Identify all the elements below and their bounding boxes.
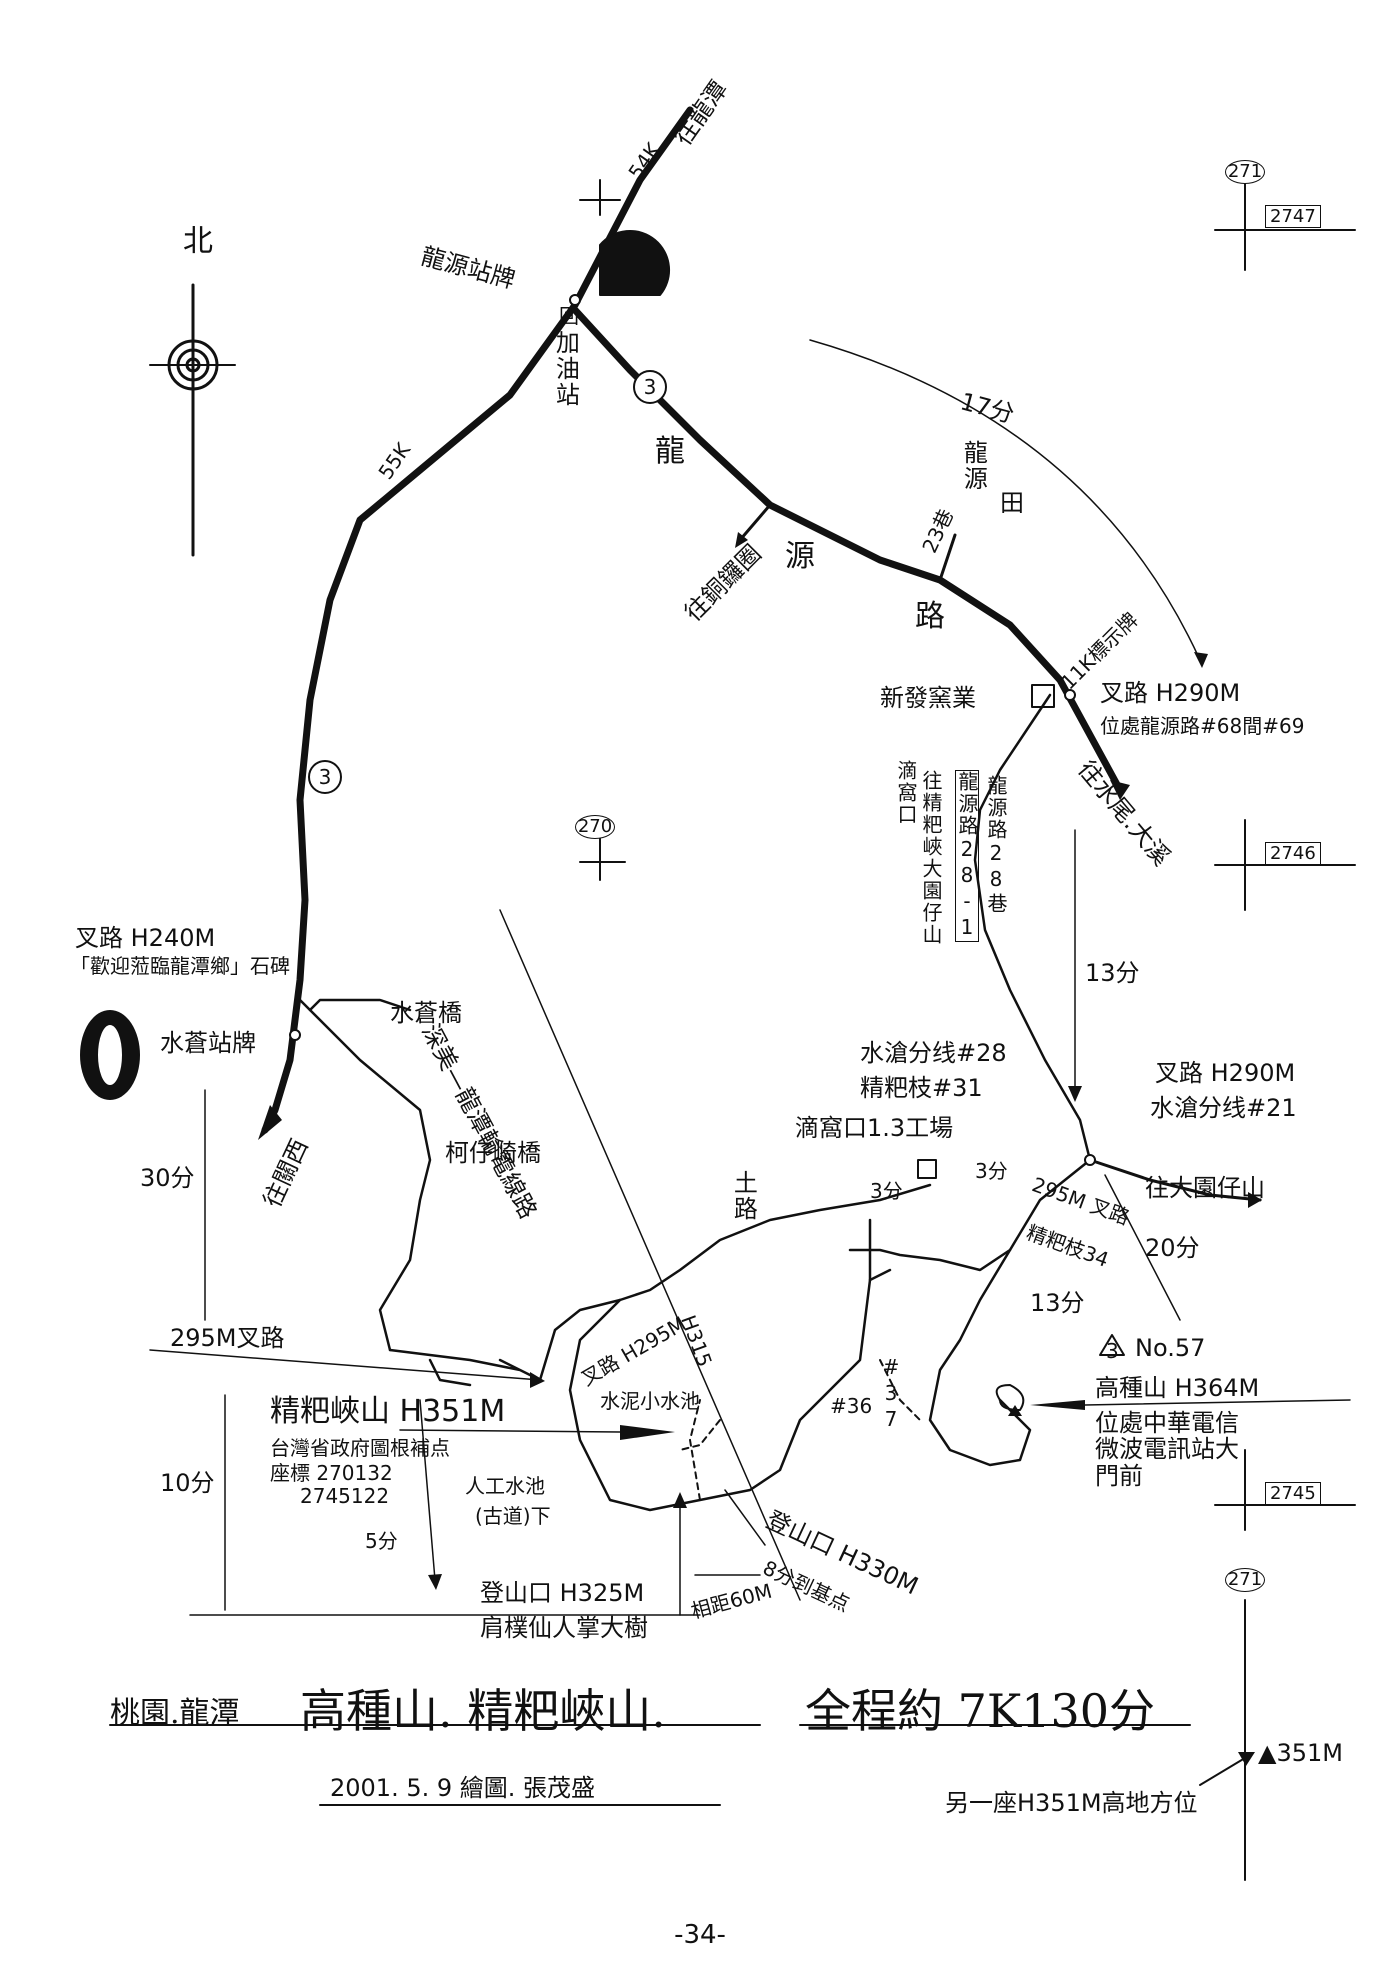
north-arrow-icon [149, 283, 236, 557]
gaozhong-label: 高種山 H364M [1095, 1374, 1260, 1402]
longyuan-hamlet-label: 龍源 [959, 440, 988, 492]
dishui-a-label: 滴窩口 [894, 760, 918, 826]
t3b-label: 3分 [975, 1159, 1008, 1183]
fork295m-label: 295M叉路 [170, 1324, 285, 1352]
to-dayuan-label: 往大園仔山 [1145, 1174, 1265, 1202]
gaozhong-loc-label: 位處中華電信微波電訊站大門前 [1095, 1409, 1239, 1490]
t13b-label: 13分 [1030, 1289, 1085, 1317]
xinfa-label: 新發窯業 [880, 684, 976, 712]
gas-icon: 回 [559, 304, 579, 328]
grid-2747: 2747 [1265, 205, 1321, 228]
fork240-label: 叉路 H240M [75, 924, 216, 952]
house-no-label: 龍源路28-1 [955, 770, 979, 942]
alt-note-label: 另一座H351M高地方位 [945, 1789, 1198, 1817]
shuiwo-branch21-label: 水滄分线#21 [1150, 1094, 1297, 1122]
hamlet-icon: 田 [1000, 489, 1024, 517]
grid-271-top: 271 [1225, 160, 1265, 184]
north-label: 北 [183, 224, 213, 259]
gas-station-icon [599, 229, 671, 296]
jingba-peak-label: 精粑峽山 H351M [270, 1394, 506, 1429]
grid-2746: 2746 [1265, 842, 1321, 865]
t13a-label: 13分 [1085, 959, 1140, 987]
gas-station-label: 加油站 [551, 330, 580, 408]
artificial-pond-label: 人工水池 [465, 1474, 545, 1498]
b37-label: #37 [879, 1355, 903, 1433]
fork290b-label: 叉路 H290M [1155, 1059, 1296, 1087]
longyuan-road [571, 306, 1124, 794]
summit-triangle-icon [1099, 1334, 1125, 1356]
road-name-2: 源 [785, 539, 815, 574]
credit-label: 2001. 5. 9 繪圖. 張茂盛 [330, 1774, 596, 1802]
jingba-coord2: 2745122 [300, 1484, 390, 1508]
old-trail-label: (古道)下 [475, 1504, 551, 1528]
t5-label: 5分 [365, 1529, 398, 1553]
road-name-1: 龍 [655, 434, 685, 469]
t30-label: 30分 [140, 1164, 195, 1192]
grid-2745: 2745 [1265, 1482, 1321, 1505]
road-name-3: 路 [915, 599, 945, 634]
dishui-factory-label: 滴窩口1.3工場 [795, 1114, 954, 1142]
welcome-sign-label: 「歡迎蒞臨龍潭鄉」石碑 [70, 954, 290, 978]
tu-road-label: 土路 [729, 1170, 758, 1222]
t3a-label: 3分 [870, 1179, 903, 1203]
jingba-note1: 台灣省政府圖根補点 [270, 1436, 450, 1460]
b36-label: #36 [830, 1394, 873, 1418]
shuicang-bridge-label: 水蒼橋 [390, 999, 462, 1027]
no57-label: No.57 [1135, 1334, 1206, 1362]
tri3-no: 3 [1106, 1339, 1119, 1363]
trailhead325-label: 登山口 H325M [480, 1579, 645, 1607]
jingba-coord1: 座標 270132 [270, 1461, 393, 1485]
jingba-branch31-label: 精粑枝#31 [860, 1074, 983, 1102]
t20-label: 20分 [1145, 1234, 1200, 1262]
pond-label: 水泥小水池 [600, 1389, 700, 1413]
title-total: 全程約 7K130分 [805, 1684, 1156, 1738]
trailhead325-b-label: 肩樸仙人掌大樹 [480, 1614, 648, 1642]
welcome-stone-icon [80, 1010, 140, 1100]
title-peaks: 高種山. 精粑峽山. [300, 1684, 666, 1738]
road-3 [261, 106, 694, 1134]
t10-label: 10分 [160, 1469, 215, 1497]
kezai-bridge-label: 柯仔崎橋 [445, 1139, 541, 1167]
shuicang-stop-label: 水蒼站牌 [160, 1029, 256, 1057]
grid-270: 270 [575, 815, 615, 839]
route3-marker-b: 3 [308, 760, 342, 794]
grid-271-bottom: 271 [1225, 1568, 1265, 1592]
house-no-b-label: 龍源路28巷 [984, 775, 1008, 915]
fork290a-label: 叉路 H290M [1100, 679, 1241, 707]
alt-mark-label: ▲351M [1258, 1739, 1343, 1767]
dishui-b-label: 往精粑峽大園仔山 [919, 770, 943, 946]
title-region: 桃園.龍潭 [110, 1696, 240, 1731]
route3-marker-a: 3 [633, 370, 667, 404]
page-number: -34- [674, 1920, 726, 1950]
loc-longyuan-label: 位處龍源路#68間#69 [1100, 714, 1305, 738]
shuiwo-branch28-label: 水滄分线#28 [860, 1039, 1007, 1067]
